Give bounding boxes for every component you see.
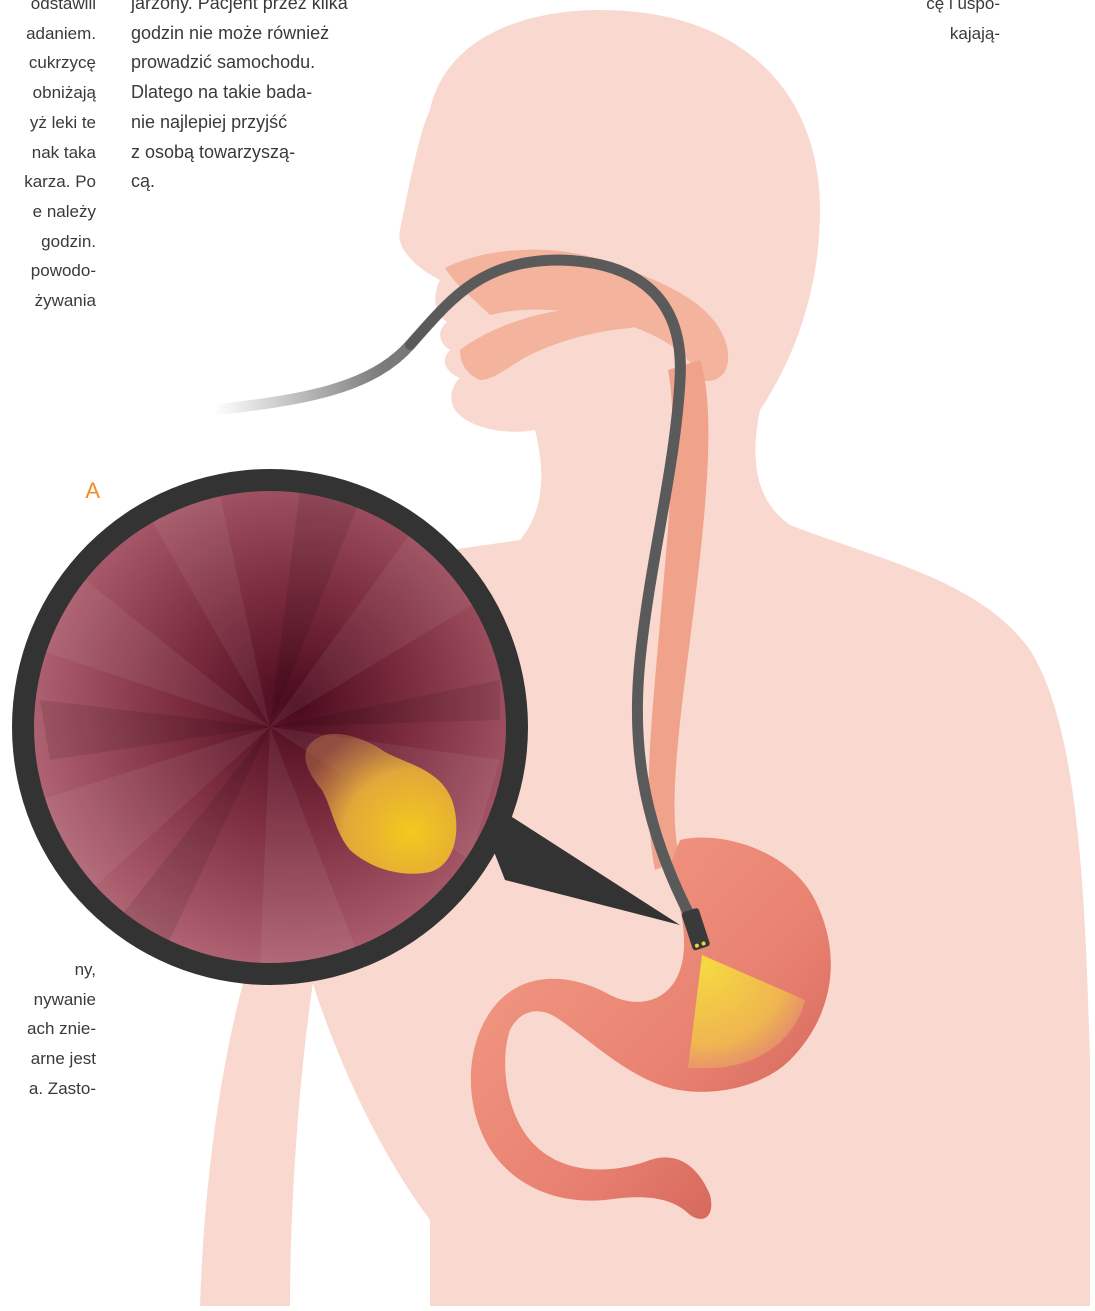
- text-line: a. Zasto-: [0, 1074, 96, 1104]
- text-line: cę i uspo-: [820, 0, 1000, 19]
- text-line: obniżają: [0, 78, 96, 108]
- text-line: karza. Po: [0, 167, 96, 197]
- text-column-right: cę i uspo- kajają-: [820, 0, 1000, 48]
- text-line: żywania: [0, 286, 96, 316]
- text-column-middle: jarzony. Pacjent przez kilka godzin nie …: [131, 0, 401, 197]
- text-line: cukrzycę: [0, 48, 96, 78]
- text-line: odstawili: [0, 0, 96, 19]
- text-column-left: odstawili adaniem. cukrzycę obniżają yż …: [0, 0, 96, 316]
- text-line: powodo-: [0, 256, 96, 286]
- text-line: prowadzić samochodu.: [131, 48, 401, 78]
- text-line: ach znie-: [0, 1014, 96, 1044]
- text-line: cą.: [131, 167, 401, 197]
- text-line: e należy: [0, 197, 96, 227]
- text-column-bottom-left: ny, nywanie ach znie- arne jest a. Zasto…: [0, 955, 96, 1104]
- text-line: arne jest: [0, 1044, 96, 1074]
- text-line: nak taka: [0, 138, 96, 168]
- text-line: godzin nie może również: [131, 19, 401, 49]
- text-line: z osobą towarzyszą-: [131, 138, 401, 168]
- text-line: adaniem.: [0, 19, 96, 49]
- text-line: godzin.: [0, 227, 96, 257]
- text-line: nywanie: [0, 985, 96, 1015]
- text-line: jarzony. Pacjent przez kilka: [131, 0, 401, 19]
- text-line: Dlatego na takie bada-: [131, 78, 401, 108]
- text-line: nie najlepiej przyjść: [131, 108, 401, 138]
- text-line: yż leki te: [0, 108, 96, 138]
- section-heading-fragment: A: [60, 478, 100, 504]
- text-line: ny,: [0, 955, 96, 985]
- text-line: kajają-: [820, 19, 1000, 49]
